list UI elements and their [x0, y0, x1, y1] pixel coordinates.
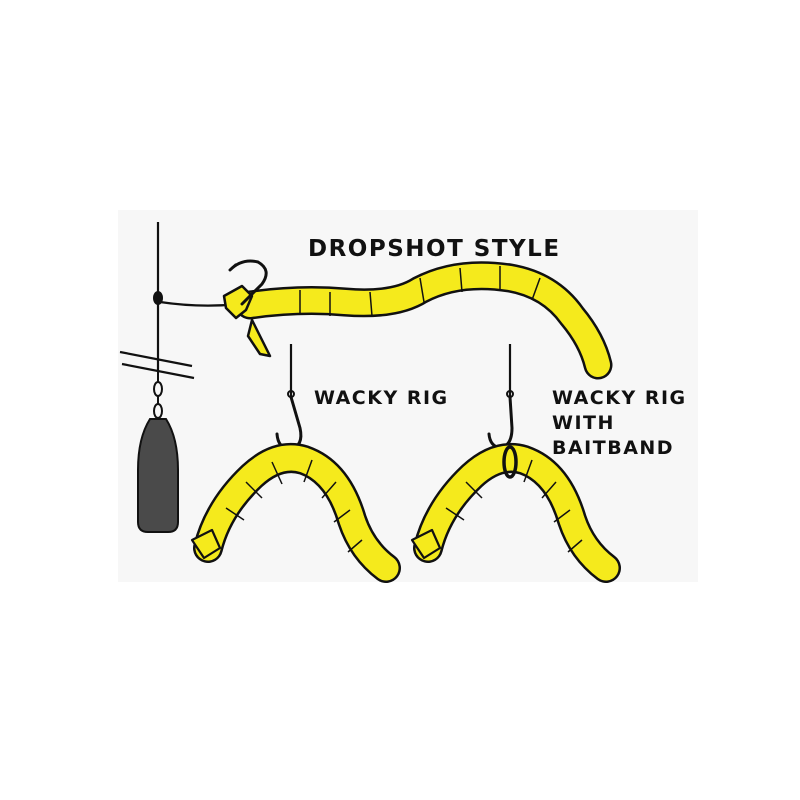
- wacky-rig: [190, 344, 401, 583]
- dropshot-hook-barb: [229, 263, 237, 271]
- dropshot-worm: [222, 261, 613, 380]
- swivel: [153, 372, 163, 419]
- wacky-hook: [275, 344, 303, 452]
- wacky-rig-label: WACKY RIG: [314, 387, 449, 409]
- wacky-baitband-label-line1: WACKY RIG: [552, 387, 687, 409]
- baitband-hook: [487, 344, 514, 450]
- wacky-baitband-label-line2: WITH: [552, 412, 615, 434]
- wacky-baitband-label-line3: BAITBAND: [552, 437, 675, 459]
- wacky-baitband-rig: [410, 344, 621, 583]
- dropshot-style-label: DROPSHOT STYLE: [308, 236, 561, 262]
- sinker-weight: [137, 418, 179, 533]
- baitband-ring: [502, 445, 518, 479]
- dropshot-hook: [228, 259, 268, 306]
